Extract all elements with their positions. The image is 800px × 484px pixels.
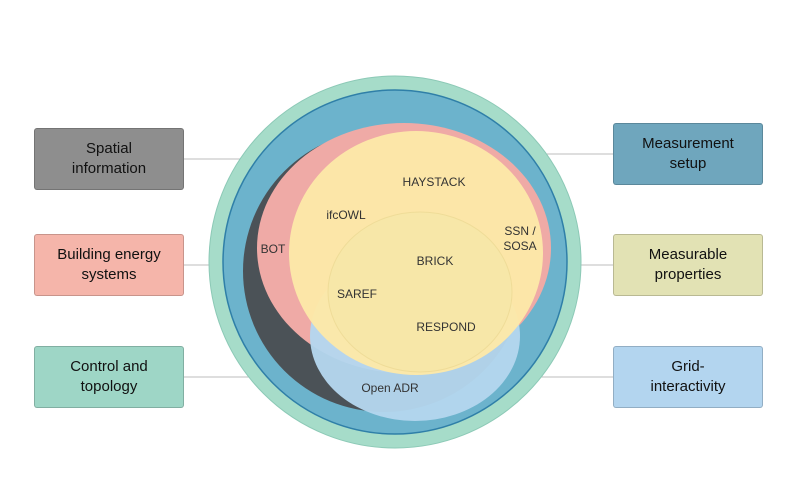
building-energy-systems-label: Building energy systems: [57, 246, 161, 283]
measurement-setup-box: Measurement setup: [613, 123, 763, 185]
label-brick: BRICK: [417, 254, 454, 268]
label-openadr: Open ADR: [361, 381, 419, 395]
label-ifcowl: ifcOWL: [326, 208, 366, 222]
grid-interactivity-box: Grid- interactivity: [613, 346, 763, 408]
label-respond: RESPOND: [416, 320, 476, 334]
spatial-information-label: Spatial information: [71, 140, 147, 177]
inner-yellow-ellipse: [328, 212, 512, 372]
grid-interactivity-label: Grid- interactivity: [650, 358, 726, 395]
label-saref: SAREF: [337, 287, 377, 301]
building-energy-systems-box: Building energy systems: [34, 234, 184, 296]
control-topology-box: Control and topology: [34, 346, 184, 408]
spatial-information-box: Spatial information: [34, 128, 184, 190]
measurable-properties-box: Measurable properties: [613, 234, 763, 296]
inner-yellow-outline: [327, 211, 513, 373]
measurement-setup-label: Measurement setup: [642, 135, 734, 172]
control-topology-label: Control and topology: [70, 358, 148, 395]
measurable-properties-label: Measurable properties: [648, 246, 728, 283]
label-haystack: HAYSTACK: [403, 175, 466, 189]
label-ssn: SSN /: [504, 224, 536, 238]
label-bot: BOT: [261, 242, 286, 256]
label-sosa: SOSA: [503, 239, 536, 253]
